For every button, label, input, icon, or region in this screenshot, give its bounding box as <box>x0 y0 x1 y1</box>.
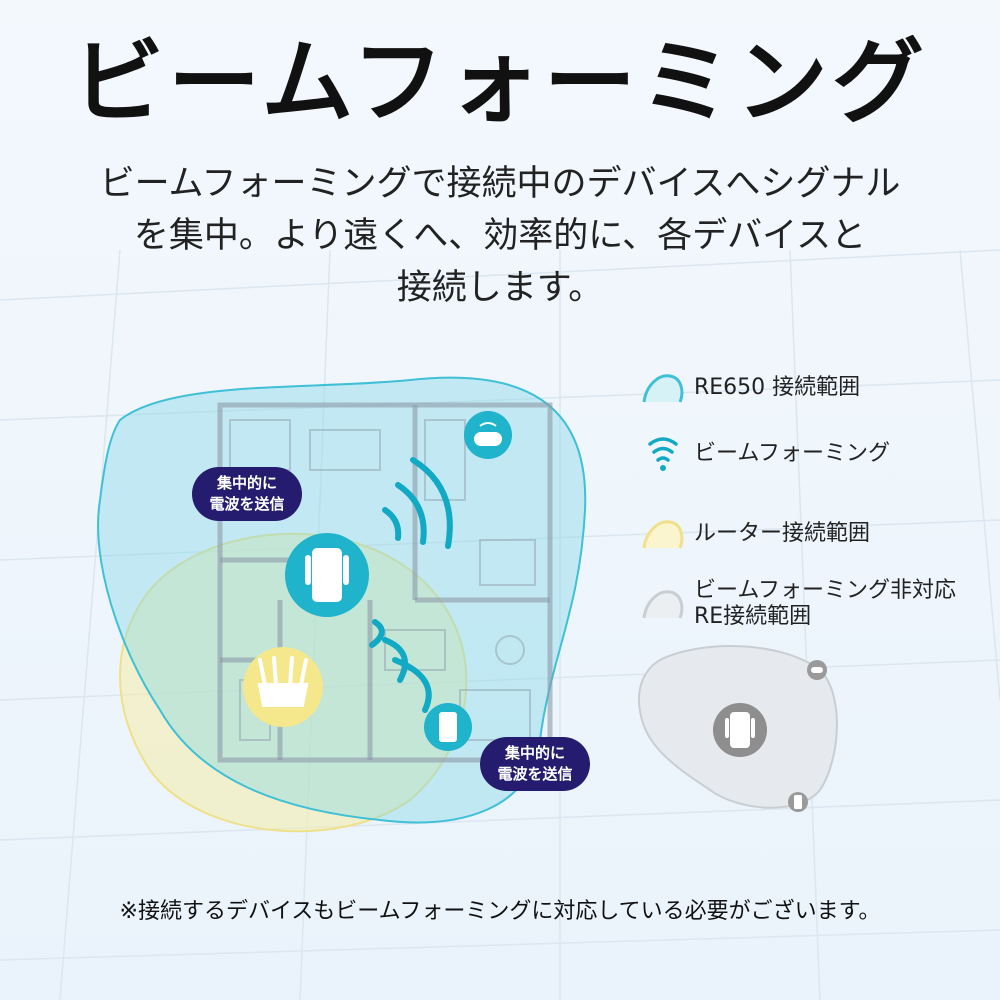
beam-arc-4 <box>369 619 385 648</box>
re650-device-icon <box>312 548 342 602</box>
beam-arc-6 <box>392 657 432 713</box>
description: ビームフォーミングで接続中のデバイスへシグナル を集中。より遠くへ、効率的に、各… <box>60 158 940 314</box>
wifi-beam-icon <box>648 437 678 471</box>
beam-arc-5 <box>382 637 408 683</box>
description-line-3: 接続します。 <box>396 268 604 308</box>
floor-plan-illustration <box>97 376 587 833</box>
beam-arc-1 <box>382 507 402 541</box>
router-icon <box>257 656 309 707</box>
gamepad-icon <box>474 422 502 446</box>
phone-icon <box>439 712 457 742</box>
badge-bottom: 集中的に 電波を送信 <box>480 737 590 791</box>
legend-non-beamforming-range: ビームフォーミング非対応 RE接続範囲 <box>640 578 956 630</box>
cyan-area-icon <box>642 374 684 403</box>
footnote: ※接続するデバイスもビームフォーミングに対応している必要がございます。 <box>119 899 881 924</box>
legend-label: RE650 接続範囲 <box>694 375 861 400</box>
description-line-1: ビームフォーミングで接続中のデバイスへシグナル <box>99 164 901 204</box>
re-device-icon <box>730 712 750 748</box>
legend-router-range: ルーター接続範囲 <box>640 514 870 554</box>
beam-arc-2 <box>395 482 427 545</box>
legend-label: ビームフォーミング非対応 RE接続範囲 <box>694 578 957 629</box>
legend-label: ビームフォーミング <box>694 441 891 466</box>
yellow-area-icon <box>642 520 684 549</box>
legend-beamforming: ビームフォーミング <box>640 434 890 474</box>
badge-top: 集中的に 電波を送信 <box>192 467 302 521</box>
page-title: ビームフォーミング <box>72 29 928 136</box>
gray-area-icon <box>642 590 684 619</box>
legend-label: ルーター接続範囲 <box>694 521 871 546</box>
legend-re650-range: RE650 接続範囲 <box>640 368 860 408</box>
non-beamforming-range-illustration <box>638 645 838 812</box>
description-line-2: を集中。より遠くへ、効率的に、各デバイスと <box>133 216 867 256</box>
beam-arc-3 <box>410 457 453 549</box>
